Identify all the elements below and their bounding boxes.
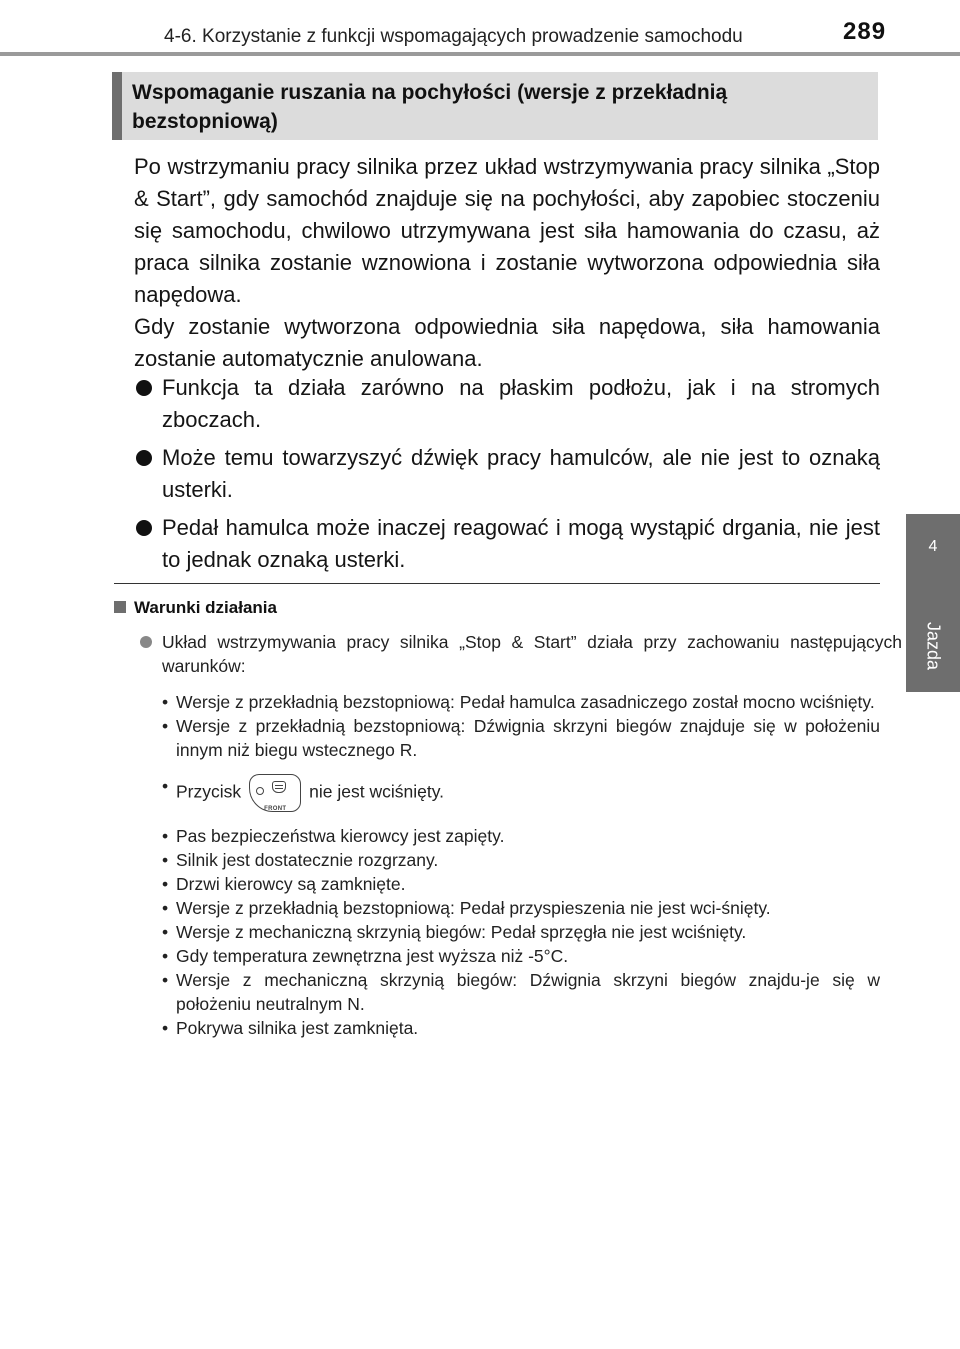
gray-circle-bullet-icon	[140, 636, 152, 648]
section-divider	[114, 583, 880, 584]
list-item: Pedał hamulca może inaczej reagować i mo…	[136, 512, 880, 576]
list-item: Wersje z przekładnią bezstopniową: Dźwig…	[162, 714, 880, 762]
bullet-text: Funkcja ta działa zarówno na płaskim pod…	[162, 375, 880, 432]
chapter-number: 4	[928, 538, 938, 555]
list-item: Wersje z mechaniczną skrzynią biegów: Dź…	[162, 968, 880, 1016]
indicator-ring-icon	[256, 787, 265, 795]
list-item: Wersje z przekładnią bezstopniową: Pedał…	[162, 896, 880, 920]
square-bullet-icon	[114, 601, 126, 613]
bullet-text: Pedał hamulca może inaczej reagować i mo…	[162, 515, 880, 572]
chapter-label: Jazda	[923, 621, 944, 671]
button-item-before: Przycisk	[176, 781, 242, 802]
list-item: Wersje z przekładnią bezstopniową: Pedał…	[162, 690, 880, 714]
section-heading-bar	[112, 72, 122, 140]
conditions-heading-text: Warunki działania	[134, 598, 277, 617]
button-item-after: nie jest wciśnięty.	[309, 781, 445, 802]
list-item: Funkcja ta działa zarówno na płaskim pod…	[136, 372, 880, 436]
header-rule	[0, 52, 960, 56]
chapter-side-tab: 4 Jazda	[906, 514, 960, 692]
conditions-intro-text: Układ wstrzymywania pracy silnika „Stop …	[162, 632, 902, 676]
list-item: Silnik jest dostatecznie rozgrzany.	[162, 848, 880, 872]
list-item: Może temu towarzyszyć dźwięk pracy hamul…	[136, 442, 880, 506]
conditions-list: Wersje z przekładnią bezstopniową: Pedał…	[162, 690, 880, 1040]
filled-circle-bullet-icon	[136, 450, 152, 466]
front-label: FRONT	[264, 806, 287, 812]
page-number: 289	[843, 18, 887, 45]
header-title: 4-6. Korzystanie z funkcji wspomagającyc…	[164, 26, 743, 47]
conditions-intro: Układ wstrzymywania pracy silnika „Stop …	[140, 630, 902, 678]
filled-circle-bullet-icon	[136, 380, 152, 396]
front-defogger-button-icon: FRONT	[249, 774, 302, 812]
section-heading-box: Wspomaganie ruszania na pochyłości (wers…	[112, 72, 878, 140]
list-item: Drzwi kierowcy są zamknięte.	[162, 872, 880, 896]
defogger-symbol-icon	[272, 781, 287, 793]
list-item: Gdy temperatura zewnętrzna jest wyższa n…	[162, 944, 880, 968]
list-item: Wersje z mechaniczną skrzynią biegów: Pe…	[162, 920, 880, 944]
list-item: Pas bezpieczeństwa kierowcy jest zapięty…	[162, 824, 880, 848]
page-header: 4-6. Korzystanie z funkcji wspomagającyc…	[0, 0, 960, 60]
conditions-heading: Warunki działania	[114, 598, 277, 618]
section-title: Wspomaganie ruszania na pochyłości (wers…	[132, 81, 728, 133]
section-paragraph-1: Po wstrzymaniu pracy silnika przez układ…	[134, 154, 880, 307]
section-paragraph-2: Gdy zostanie wytworzona odpowiednia siła…	[134, 314, 880, 371]
filled-circle-bullet-icon	[136, 520, 152, 536]
section-bullet-list: Funkcja ta działa zarówno na płaskim pod…	[136, 372, 880, 582]
list-item: Pokrywa silnika jest zamknięta.	[162, 1016, 880, 1040]
bullet-text: Może temu towarzyszyć dźwięk pracy hamul…	[162, 445, 880, 502]
